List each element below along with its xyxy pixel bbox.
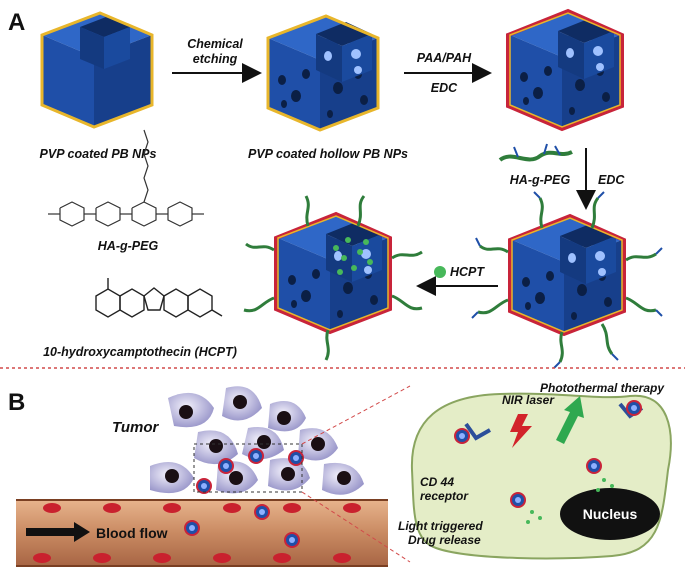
ha-g-peg-polymer-icon: [498, 143, 573, 162]
bound-nanoparticle: [626, 400, 642, 416]
peg-conjugation-label: EDC: [598, 173, 625, 187]
step2-label: PVP coated hollow PB NPs: [248, 147, 408, 161]
pb-np-cube: [40, 11, 154, 129]
internalized-nanoparticle: [510, 492, 526, 508]
cd44-label-line2: receptor: [420, 489, 469, 503]
cd44-label-line1: CD 44: [420, 475, 454, 489]
blood-flow-label: Blood flow: [96, 525, 168, 541]
tumor-label: Tumor: [112, 419, 160, 436]
polymer-label: HA-g-PEG: [510, 173, 571, 187]
nir-laser-label: NIR laser: [502, 393, 555, 407]
photothermal-arrow-icon: [556, 396, 584, 444]
pegylated-pb-cube: [471, 191, 663, 369]
photothermal-label: Photothermal therapy: [540, 381, 665, 395]
released-drug-dots: [526, 478, 614, 524]
hcpt-drug-icon: [434, 266, 446, 278]
hollow-pb-cube: [266, 14, 380, 132]
internalized-nanoparticle: [586, 458, 602, 474]
laser-bolt-icon: [510, 414, 532, 448]
panel-a-letter: A: [8, 9, 25, 36]
blood-flow-arrow: [26, 522, 90, 542]
coating-label-line2: EDC: [431, 81, 458, 95]
zoom-box: [193, 443, 303, 493]
etching-label-line1: Chemical: [187, 37, 243, 51]
release-label-line2: Drug release: [408, 533, 481, 547]
ha-g-peg-structure: [48, 129, 204, 227]
circulating-nanoparticle: [254, 504, 270, 520]
nucleus-label: Nucleus: [583, 506, 638, 522]
circulating-nanoparticle: [184, 520, 200, 536]
step1-label: PVP coated PB NPs: [40, 147, 157, 161]
etching-label-line2: etching: [193, 52, 238, 66]
circulating-nanoparticle: [284, 532, 300, 548]
coated-pb-cube: [506, 8, 624, 132]
structure1-label: HA-g-PEG: [98, 239, 159, 253]
coating-label-line1: PAA/PAH: [417, 51, 472, 65]
tumor-cell-cluster: [150, 386, 364, 495]
zoom-line-bottom: [301, 491, 411, 563]
structure2-label: 10-hydroxycamptothecin (HCPT): [43, 345, 237, 359]
panel-b-letter: B: [8, 389, 25, 416]
nucleus: [560, 488, 660, 540]
drug-loading-label: HCPT: [450, 265, 485, 279]
hcpt-structure: [95, 278, 223, 318]
release-label-line1: Light triggered: [398, 519, 483, 533]
drug-loaded-pb-cube: [243, 195, 423, 361]
bound-nanoparticle: [454, 428, 470, 444]
